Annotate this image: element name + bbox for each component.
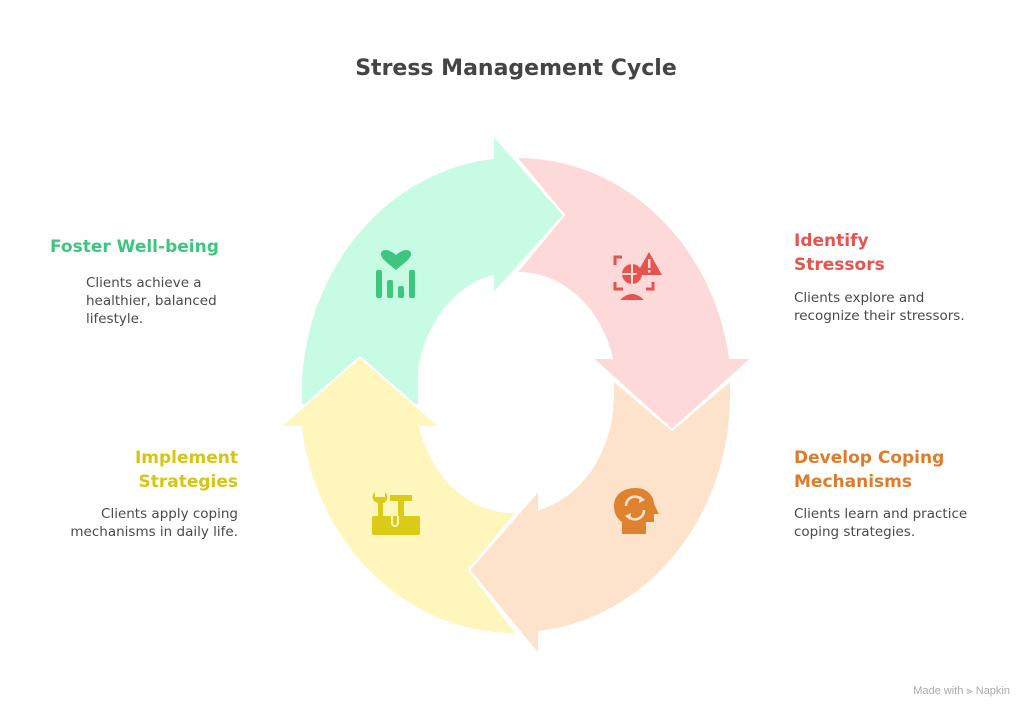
head-cycle-icon [614,488,659,534]
desc-line: mechanisms in daily life. [70,524,238,540]
desc-line: healthier, balanced [86,293,217,309]
made-with-label: Made with [913,685,964,697]
title-line: Develop Coping [794,448,945,468]
step-implement-strategies-desc: Clients apply coping mechanisms in daily… [70,505,238,541]
step-develop-coping-desc: Clients learn and practice coping strate… [794,505,967,541]
arrow-identify-stressors [513,155,755,432]
title-line: Strategies [138,472,238,492]
arrow-foster-well-being [300,132,566,406]
napkin-brand: Napkin [975,685,1010,697]
desc-line: Clients learn and practice [794,506,968,522]
desc-line: Clients apply coping [101,506,238,522]
step-foster-well-being-title: Foster Well-being [50,235,219,259]
arrow-develop-coping [467,377,732,658]
desc-line: lifestyle. [86,311,144,327]
stress-analysis-warning-icon [613,252,662,300]
desc-line: recognize their stressors. [794,308,965,324]
step-identify-stressors-desc: Clients explore and recognize their stre… [794,289,965,325]
title-line: Implement [134,448,238,468]
made-with-napkin[interactable]: Made with ⫸ Napkin [913,685,1010,698]
diagram-title: Stress Management Cycle [355,56,677,81]
heart-chart-icon [376,250,415,298]
title-line: Stressors [794,255,885,275]
desc-line: coping strategies. [794,524,916,540]
title-line: Mechanisms [794,472,912,492]
step-implement-strategies-title: Implement Strategies [135,446,238,494]
desc-line: Clients achieve a [86,275,202,291]
step-foster-well-being-desc: Clients achieve a healthier, balanced li… [86,274,217,328]
desc-line: Clients explore and [794,290,925,306]
toolbox-icon [372,492,420,535]
title-line: Identify [794,231,869,251]
step-develop-coping-title: Develop Coping Mechanisms [794,446,944,494]
step-identify-stressors-title: Identify Stressors [794,229,885,277]
title-line: Foster Well-being [50,237,219,257]
napkin-logo-icon: ⫸ [966,685,973,697]
